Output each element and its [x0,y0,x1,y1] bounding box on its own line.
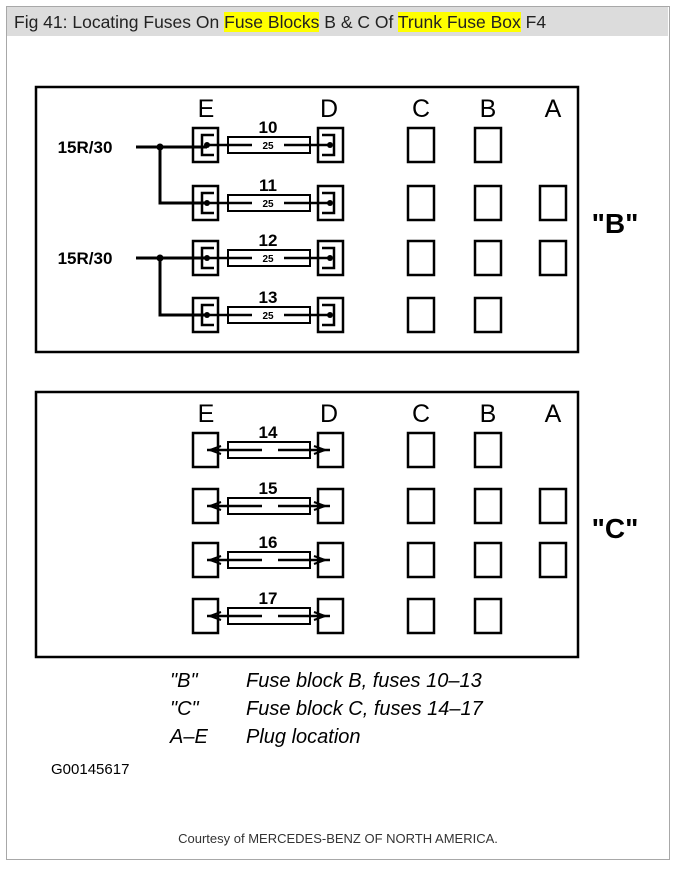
fuse-10-clip-d [322,133,336,157]
fuse-13-terminal-d [327,312,333,318]
plug-letter-b: B [480,95,497,123]
legend-key-2: "C" [170,698,200,720]
fuse-14-plug-b [473,431,503,469]
plug-letter-b: B [480,400,497,428]
plug-letter-d: D [320,400,338,428]
fuse-17-plug-b [473,597,503,635]
fuse-12-plug-c [406,239,436,277]
fuse-13-rating: 25 [262,311,274,322]
feed-branch-1 [158,147,207,205]
fuse-13-plug-b [473,296,503,334]
legend-key-3: A–E [169,726,208,748]
fuse-11-plug-c [406,184,436,222]
legend-text-2: Fuse block C, fuses 14–17 [246,698,484,720]
feed-branch-2 [158,258,207,317]
fuse-16-number: 16 [259,533,278,552]
fuse-12-number: 12 [259,231,278,250]
fuse-13-plug-c [406,296,436,334]
plug-letter-c: C [412,95,430,123]
fuse-12-rating: 25 [262,254,274,265]
fuse-block-c-outline [34,390,580,659]
fuse-17-arrow-e [207,611,222,621]
fuse-15-plug-c [406,487,436,525]
feed-label-1: 15R/30 [58,138,113,157]
fuse-17-number: 17 [259,589,278,608]
fuse-11-plug-a [538,184,568,222]
figure-title: Fig 41: Locating Fuses On Fuse Blocks B … [14,12,547,32]
fuse-16-plug-c [406,541,436,579]
fuse-11-number: 11 [259,176,277,195]
legend-key-1: "B" [170,670,198,692]
fuse-15-number: 15 [259,479,278,498]
fuse-10-terminal-d [327,142,333,148]
fuse-14-arrow-d [313,445,328,455]
fuse-10-number: 10 [259,118,278,137]
fuse-15-arrow-d [313,501,328,511]
courtesy-footer: Courtesy of MERCEDES-BENZ OF NORTH AMERI… [178,831,498,846]
title-highlight-fuse-blocks: Fuse Blocks [224,12,320,32]
fuse-16-arrow-d [313,555,328,565]
fuse-11-terminal-d [327,200,333,206]
fuse-11-plug-b [473,184,503,222]
plug-letter-c: C [412,400,430,428]
fuse-10-clip-e [200,133,214,157]
title-highlight-trunk-fuse-box: Trunk Fuse Box [397,12,521,32]
fuse-16-arrow-e [207,555,222,565]
fuse-block-label-b: "B" [592,208,639,239]
plug-letter-d: D [320,95,338,123]
fuse-16-plug-b [473,541,503,579]
fuse-block-label-c: "C" [592,513,639,544]
plug-letter-e: E [198,400,215,428]
plug-letter-e: E [198,95,215,123]
plug-letter-a: A [545,400,562,428]
legend-text-1: Fuse block B, fuses 10–13 [246,670,482,692]
fuse-13-clip-d [322,303,336,327]
legend-text-3: Plug location [246,726,361,748]
fuse-12-clip-d [322,246,336,270]
fuse-15-plug-a [538,487,568,525]
fuse-14-plug-c [406,431,436,469]
figure-id: G00145617 [51,761,129,778]
fuse-10-plug-b [473,126,503,164]
fuse-12-plug-b [473,239,503,277]
fuse-block-b-outline [34,85,580,354]
fuse-17-arrow-d [313,611,328,621]
fuse-16-plug-a [538,541,568,579]
plug-letter-a: A [545,95,562,123]
fuse-12-terminal-d [327,255,333,261]
fuse-12-plug-a [538,239,568,277]
fuse-14-arrow-e [207,445,222,455]
fuse-14-number: 14 [259,423,278,442]
fuse-11-rating: 25 [262,199,274,210]
fuse-10-rating: 25 [262,141,274,152]
fuse-11-clip-d [322,191,336,215]
fuse-13-number: 13 [259,288,278,307]
title-bar [7,7,668,36]
fuse-15-plug-b [473,487,503,525]
fuse-15-arrow-e [207,501,222,511]
feed-label-2: 15R/30 [58,249,113,268]
fuse-10-plug-c [406,126,436,164]
fuse-17-plug-c [406,597,436,635]
